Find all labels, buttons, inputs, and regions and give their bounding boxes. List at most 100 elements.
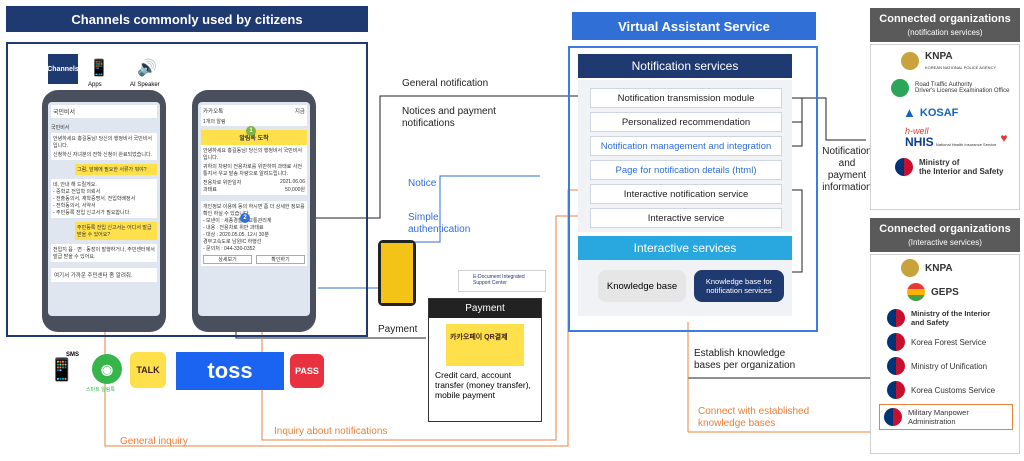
toss-icon: toss	[176, 352, 284, 390]
phone1-question: 그럼, 앞에에 필요한 서류가 뭐야?	[75, 164, 157, 175]
org2-kcs: Korea Customs Service	[911, 385, 996, 395]
right-bottom-title: Connected organizations (Interactive serv…	[870, 218, 1020, 252]
step1-badge: 1	[246, 126, 256, 136]
connect-kb-label: Connect with established knowledge bases	[698, 406, 810, 429]
mobile-phone-icon	[378, 240, 416, 306]
vas-title: Virtual Assistant Service	[572, 12, 816, 40]
svc-interactive-notification: Interactive notification service	[590, 184, 782, 204]
phone1-msg1: 안녕하세요 홍길동님! 당신의 행정비서 국민비서 입니다.	[53, 136, 152, 149]
establish-kb-label: Establish knowledge bases per organizati…	[694, 348, 796, 371]
phone2-body3: 개인정보 이용에 동의 하시면 좀 더 상세한 정보를 확인 하실 수 있습니다…	[203, 204, 305, 217]
phone2-detail-button[interactable]: 상세보기	[203, 255, 252, 264]
apps-label: Apps	[88, 82, 102, 88]
svc-management-integration: Notification management and integration	[590, 136, 782, 156]
phone2-detail-0: - 보낸이 : 세종경찰서 교통관리계	[203, 218, 272, 224]
org-mois-2: the Interior and Safety	[919, 167, 1004, 176]
mois2-seal-icon	[887, 309, 905, 327]
phone2-body: 안녕하세요 홍길동님! 당신의 행정비서 국민비서 입니다.	[203, 148, 302, 161]
sms-icon: 📱	[48, 357, 76, 382]
payment-desc: Credit card, account transfer (money tra…	[435, 370, 531, 400]
payment-box-title: Payment	[429, 299, 541, 318]
phone2-detail-4: - 문의처 : 044-330-0352	[203, 246, 256, 252]
knowledge-base-db: Knowledge base	[598, 270, 686, 302]
svc-personalized-recommendation: Personalized recommendation	[590, 112, 782, 132]
phone2-body2: 귀하의 차량이 전용차로를 위반하여 과태료 사전통지서 우교 발송 차량으로 …	[203, 164, 302, 177]
simple-auth-label: Simple authentication	[408, 212, 471, 235]
phone2-detail-2: - 대상 : 2020.05.05. 12시 30분	[203, 232, 269, 238]
right-top-sub: (notification services)	[907, 28, 983, 37]
phone1-screen: 국민비서 국민비서 안녕하세요 홍길동님! 당신의 행정비서 국민비서 입니다.…	[48, 102, 160, 316]
org2-geps: GEPS	[931, 286, 959, 298]
edoc-center-box: E-Document Integrated Support Center	[458, 270, 546, 292]
phone2-amount-label: 과태료	[203, 187, 217, 193]
right-top-orgs: KNPA KOREAN NATIONAL POLICE AGENCY Road T…	[870, 44, 1020, 210]
org-nhis: NHIS	[905, 135, 934, 149]
smart-notice-icon: ◉	[92, 354, 122, 384]
phone1-question2: 주민등록 전입 신고서는 어디서 발급 받을 수 있어요?	[75, 222, 157, 240]
payment-arrow-label: Payment	[378, 324, 418, 335]
org-kosaf: KOSAF	[919, 106, 959, 119]
apps-icon: 📱	[89, 60, 109, 77]
phone1-list-3: - 주민등록 전입 신고서가 필요합니다.	[53, 210, 131, 216]
phone2-detail-1: - 내용 : 전용차로 위반 과태료	[203, 225, 264, 231]
interactive-services-title: Interactive services	[578, 236, 792, 260]
kakao-talk-icon: TALK	[130, 352, 166, 388]
kosaf-icon: ▲	[903, 105, 916, 120]
rta-icon	[891, 79, 909, 97]
org-rta: Road Traffic Authority	[915, 82, 973, 88]
vas-panel	[568, 46, 818, 332]
phone2-confirm-button[interactable]: 확인하기	[256, 255, 305, 264]
org2-mois: Ministry of the Interior and Safety	[911, 309, 991, 327]
ai-speaker-icon: 🔊	[137, 60, 157, 77]
org2-mma: Military Manpower Administration	[908, 408, 969, 426]
general-notification-label: General notification	[402, 78, 489, 89]
right-top-title-text: Connected organizations	[879, 13, 1011, 25]
phone1-input[interactable]: 여기서 가까운 주민센터 좀 알려줘.	[51, 268, 157, 282]
right-top-title: Connected organizations (notification ser…	[870, 8, 1020, 42]
notice-label: Notice	[408, 178, 437, 189]
org-rta-sub: Driver's License Examination Office	[915, 88, 1010, 94]
mma-seal-icon	[884, 408, 902, 426]
org2-knpa: KNPA	[925, 262, 953, 274]
org-knpa-full: KOREAN NATIONAL POLICE AGENCY	[925, 65, 997, 70]
right-bottom-orgs: KNPA GEPS Ministry of the Interior and S…	[870, 254, 1020, 454]
geps-icon	[907, 283, 925, 301]
phone2-screen: 카카오톡 지금 1개의 알림 알림톡 도착 안녕하세요 홍길동님! 당신의 행정…	[198, 102, 310, 316]
channels-panel	[6, 42, 368, 337]
phone2-detail-3: 경부고속도로 남원IC 하행선	[203, 239, 262, 245]
smart-notice-label: 스마트 알림톡	[86, 387, 115, 393]
mois-seal-icon	[895, 158, 913, 176]
phone2-time: 지금	[294, 109, 305, 115]
notices-payment-label: Notices and payment notifications	[402, 106, 496, 129]
svc-transmission-module: Notification transmission module	[590, 88, 782, 108]
phone1-msg1b: 신청하신 자녀분의 전학 신청이 완료되었습니다.	[53, 152, 152, 158]
phone2-amount: 50,000원	[285, 187, 305, 193]
svc-details-page: Page for notification details (html)	[590, 160, 782, 180]
phone1-list-2: - 전학동의서, 서약서	[53, 203, 96, 209]
org-knpa: KNPA	[925, 51, 953, 62]
phone2-date: 2021.06.06	[279, 179, 305, 185]
payment-box: Payment 카카오페이 QR결제 Credit card, account …	[428, 298, 542, 422]
kakao-pay-qr: 카카오페이 QR결제	[446, 324, 524, 366]
phone2-header: 카카오톡	[203, 109, 224, 115]
kfs-seal-icon	[887, 333, 905, 351]
notif-payment-info-label: Notification and payment information	[822, 146, 872, 193]
knpa-icon	[901, 52, 919, 70]
kcs-seal-icon	[887, 381, 905, 399]
phone2-sub: 1개의 알림	[201, 117, 307, 126]
right-bottom-title-text: Connected organizations	[879, 223, 1011, 235]
step2-badge: 2	[240, 213, 250, 223]
phone1-msg3: 전입지 읍 · 면 · 동장이 발행하거나, 주민센터에서 발급 받을 수 있어…	[51, 244, 157, 262]
inquiry-notifications-label: Inquiry about notifications	[274, 426, 388, 437]
phone1-msg2: 네, 안내 해 드릴게요.	[53, 182, 97, 188]
phone1-list-1: - 전출동의서, 재학증명서, 전입학배정서	[53, 196, 136, 202]
phone1-sender: 국민비서	[51, 125, 70, 131]
phone1-header: 국민비서	[51, 105, 157, 118]
org-hwell: h-well	[905, 126, 929, 136]
ai-speaker-label: AI Speaker	[130, 82, 160, 88]
right-bottom-sub: (Interactive services)	[908, 238, 982, 247]
general-inquiry-label: General inquiry	[120, 436, 188, 447]
phone2-banner: 알림톡 도착	[201, 130, 307, 145]
org2-mou: Ministry of Unification	[911, 361, 988, 371]
